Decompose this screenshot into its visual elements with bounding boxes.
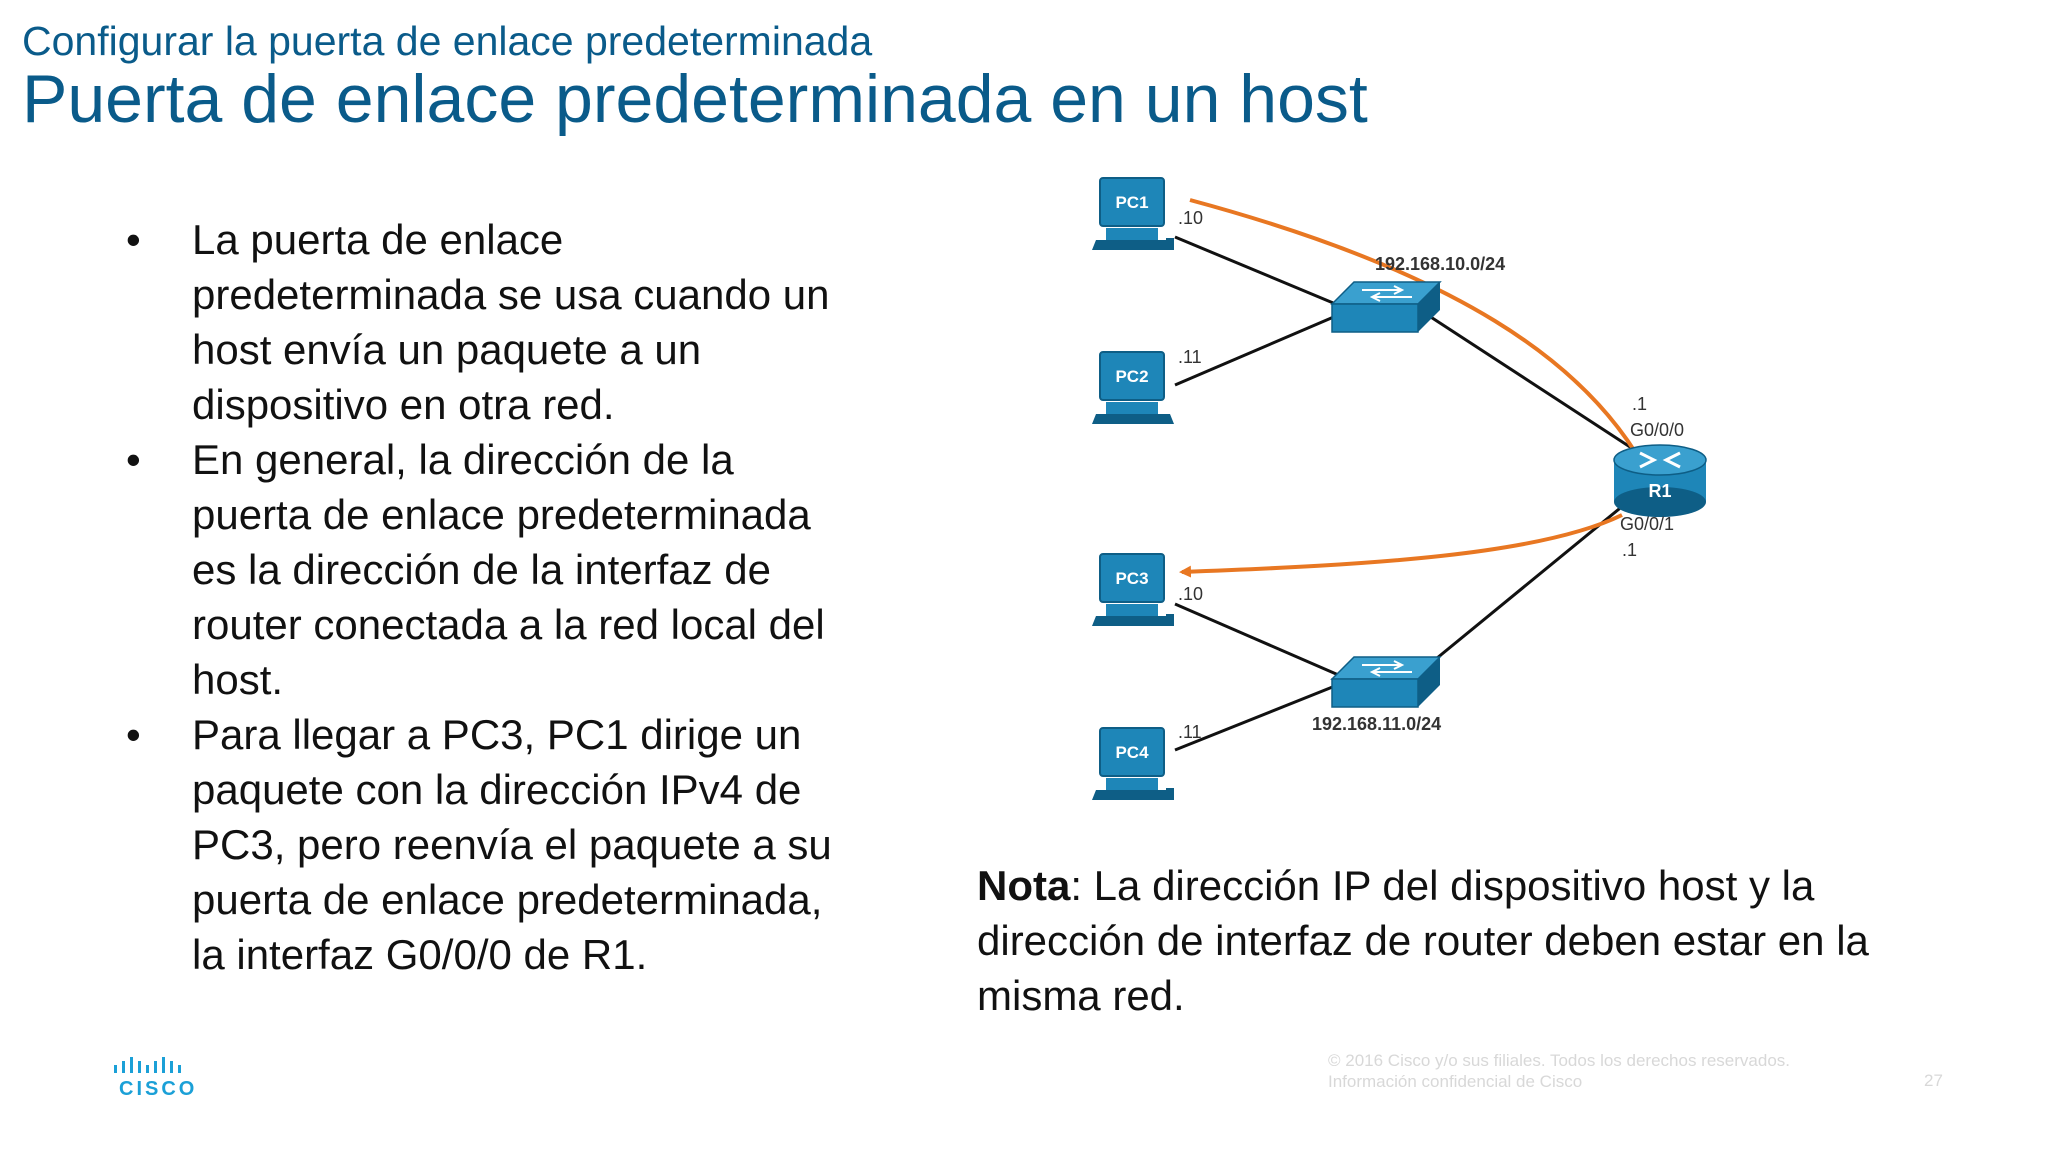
- router-if-bottom-label: G0/0/1: [1620, 514, 1674, 534]
- bullet-item: • La puerta de enlace predeterminada se u…: [122, 212, 842, 432]
- pc3-host-ip: .10: [1178, 584, 1203, 604]
- bullet-dot: •: [126, 711, 141, 758]
- link-pc3-switch2: [1174, 602, 1351, 682]
- cisco-logo-wordmark: CISCO: [119, 1078, 198, 1100]
- network-topology-diagram: PC1 .10 PC2 .11 PC3 .10 PC4 .11 192.168.…: [1092, 177, 1707, 800]
- router-label: R1: [1648, 481, 1671, 501]
- cisco-logo-icon: [114, 1057, 181, 1073]
- pc3-icon: PC3: [1092, 553, 1174, 626]
- router-if-top-label: G0/0/0: [1630, 420, 1684, 440]
- bullet-list: • La puerta de enlace predeterminada se u…: [122, 212, 842, 982]
- link-pc2-switch1: [1174, 308, 1351, 387]
- bullet-item: • En general, la dirección de la puerta d…: [122, 432, 842, 707]
- link-pc4-switch2: [1174, 678, 1351, 752]
- bullet-text: En general, la dirección de la puerta de…: [192, 436, 825, 703]
- switch2-icon: [1330, 656, 1442, 708]
- footer-copyright: © 2016 Cisco y/o sus filiales. Todos los…: [1328, 1051, 1790, 1070]
- pc1-label: PC1: [1115, 193, 1148, 212]
- bullet-dot: •: [126, 436, 141, 483]
- pc2-icon: PC2: [1092, 351, 1174, 424]
- pc4-host-ip: .11: [1178, 722, 1202, 742]
- pc3-label: PC3: [1115, 569, 1148, 588]
- pc4-label: PC4: [1115, 743, 1149, 762]
- pc1-icon: PC1: [1092, 177, 1174, 250]
- pc2-label: PC2: [1115, 367, 1148, 386]
- pc1-host-ip: .10: [1178, 208, 1203, 228]
- packet-path-pc1-to-r1: [1189, 198, 1652, 479]
- network1-label: 192.168.10.0/24: [1375, 254, 1505, 274]
- pc2-host-ip: .11: [1178, 347, 1202, 367]
- pc4-icon: PC4: [1092, 727, 1174, 800]
- bullet-item: • Para llegar a PC3, PC1 dirige un paquet…: [122, 707, 842, 982]
- network-links: [1174, 235, 1651, 752]
- link-switch1-r1: [1419, 308, 1651, 462]
- footer-confidential: Información confidencial de Cisco: [1328, 1072, 1583, 1091]
- note-text: : La dirección IP del dispositivo host y…: [977, 862, 1869, 1019]
- router-r1-icon: R1: [1613, 444, 1707, 517]
- link-r1-switch2: [1419, 498, 1631, 674]
- footer-legal: © 2016 Cisco y/o sus filiales. Todos los…: [1328, 1050, 1790, 1092]
- note-label: Nota: [977, 862, 1071, 909]
- packet-path-r1-to-pc3: [1179, 513, 1623, 578]
- slide-header: Configurar la puerta de enlace predeterm…: [22, 18, 1368, 133]
- slide-subtitle: Configurar la puerta de enlace predeterm…: [22, 18, 873, 64]
- router-if-top-ip: .1: [1632, 394, 1647, 414]
- link-pc1-switch1: [1174, 235, 1351, 312]
- network2-label: 192.168.11.0/24: [1312, 714, 1441, 734]
- note-paragraph: Nota: La dirección IP del dispositivo ho…: [977, 858, 1937, 1023]
- switch1-icon: [1330, 281, 1442, 333]
- bullet-text: Para llegar a PC3, PC1 dirige un paquete…: [192, 711, 832, 978]
- slide-title: Puerta de enlace predeterminada en un ho…: [22, 61, 1368, 138]
- page-number: 27: [1924, 1071, 1943, 1090]
- bullet-text: La puerta de enlace predeterminada se us…: [192, 216, 830, 428]
- bullet-dot: •: [126, 216, 141, 263]
- router-if-bottom-ip: .1: [1622, 540, 1637, 560]
